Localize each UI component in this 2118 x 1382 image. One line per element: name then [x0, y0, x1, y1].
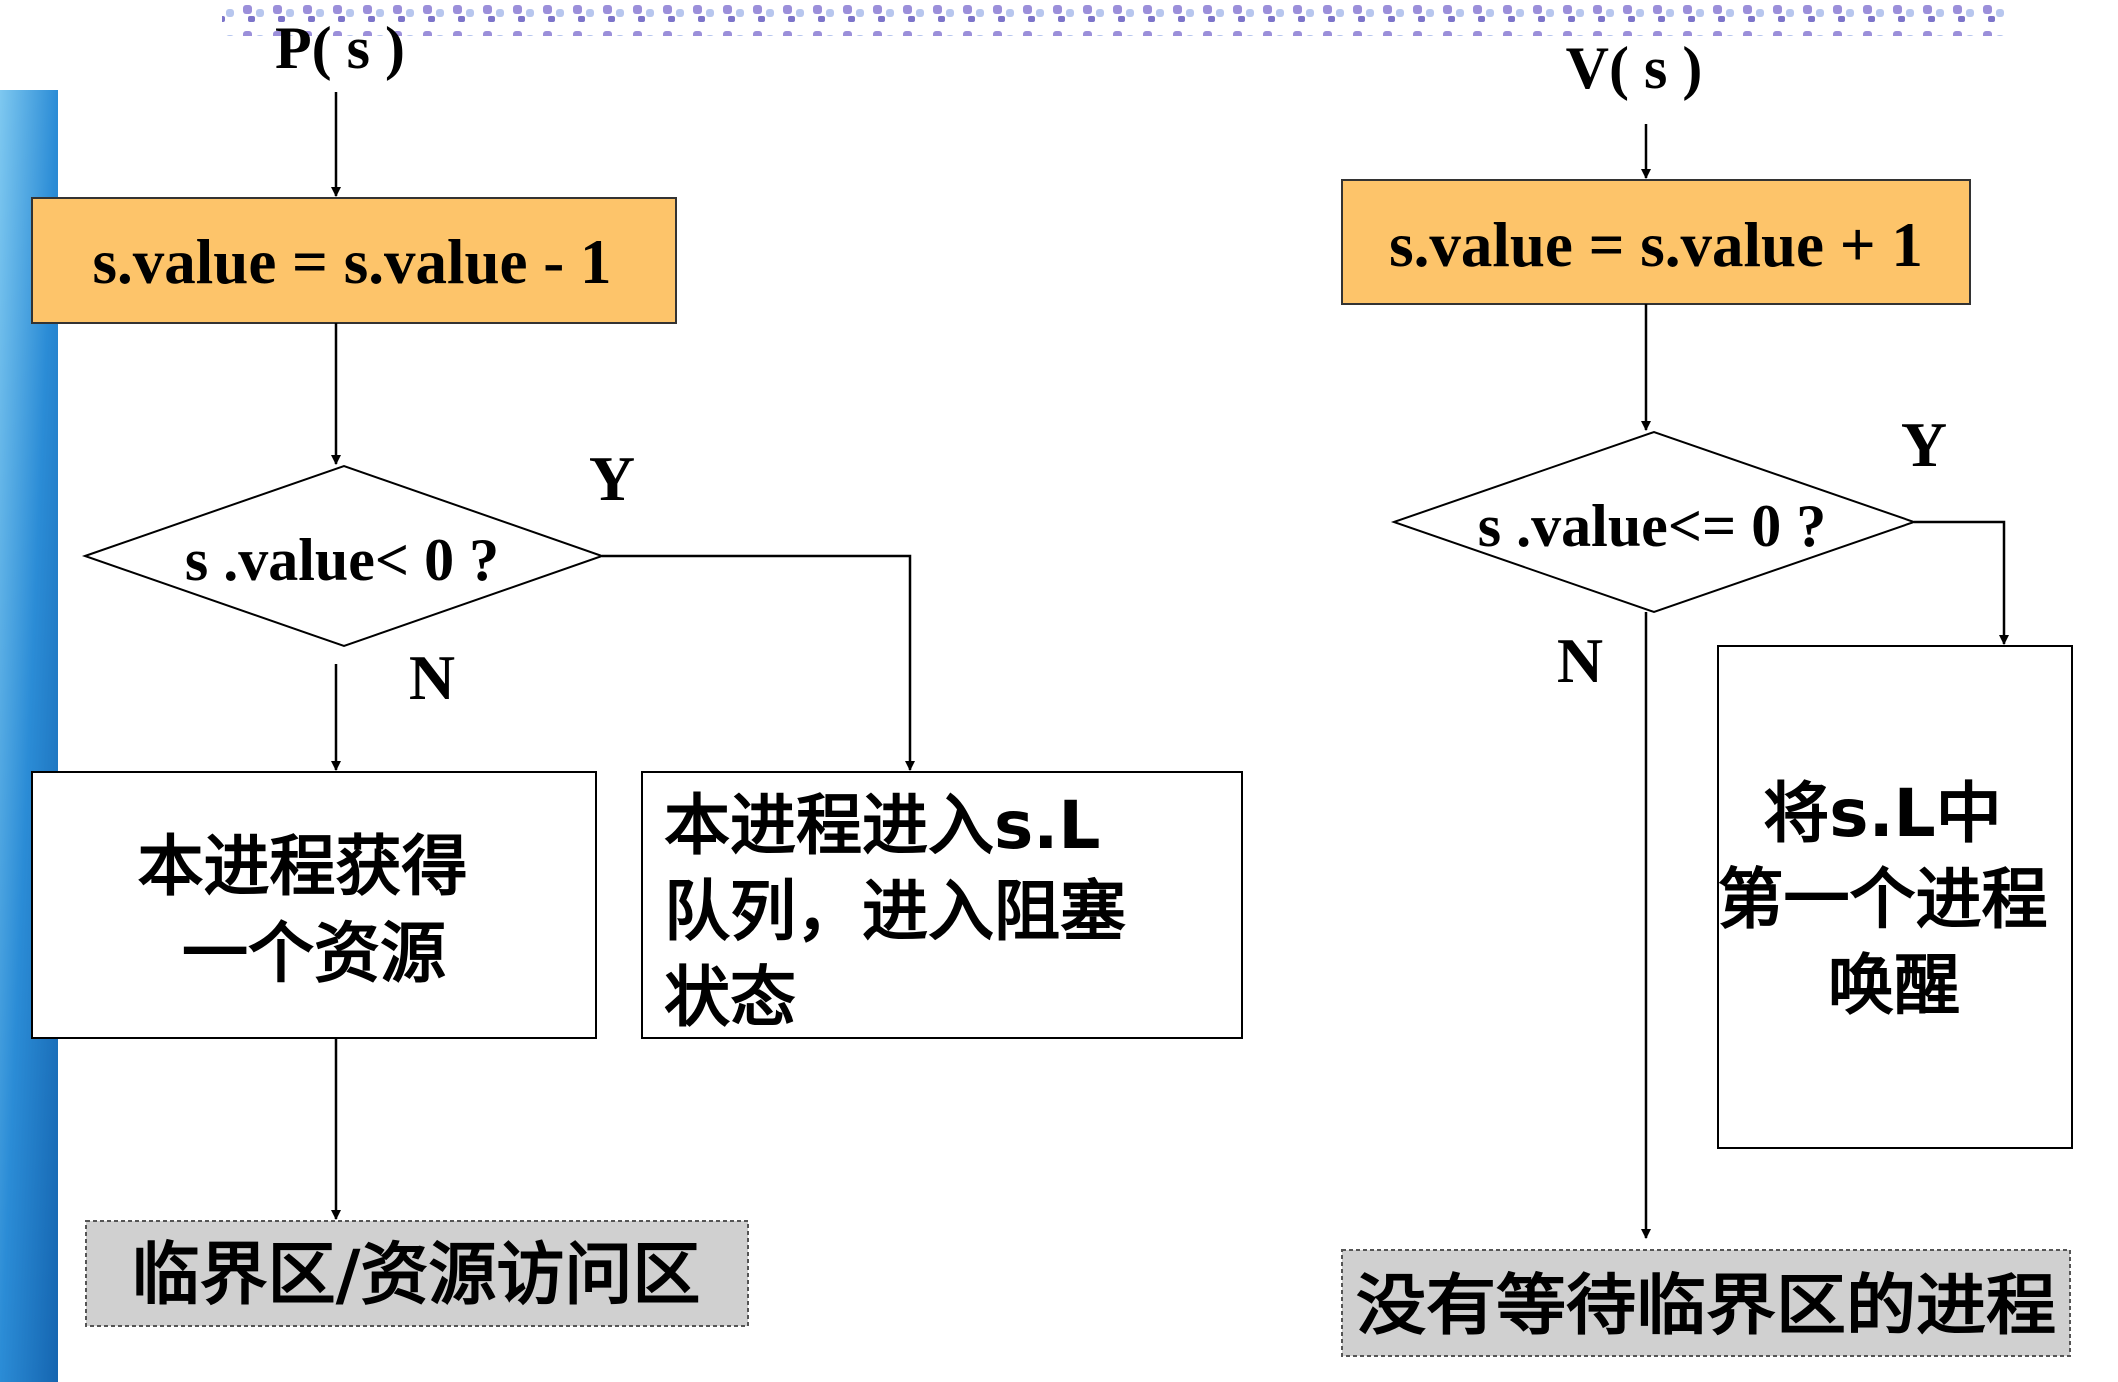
- p-condition-text: s .value< 0 ?: [185, 527, 499, 593]
- v-title: V( s ): [1566, 35, 1703, 101]
- p-title: P( s ): [275, 15, 405, 81]
- p-acquire-line-2: 一个资源: [182, 915, 446, 992]
- v-increment-box: [1341, 179, 1971, 305]
- v-wake-line-2: 第一个进程: [1718, 861, 2048, 938]
- p-block-line-2: 队列，进入阻塞: [664, 873, 1126, 950]
- p-yes-label: Y: [589, 443, 635, 514]
- p-critical-section-box: [85, 1220, 749, 1327]
- v-wake-line-1: 将s.L中: [1763, 775, 2001, 852]
- v-wake-text: 将s.L中 第一个进程 唤醒: [1718, 775, 2071, 1024]
- v-no-waiting-box: [1341, 1249, 2071, 1357]
- v-yes-label: Y: [1901, 409, 1947, 480]
- v-increment-text: s.value = s.value + 1: [1389, 210, 1923, 280]
- p-acquire-box: [31, 771, 597, 1039]
- decorative-top-dots: [222, 2, 2012, 36]
- p-operation: P( s ) s.value = s.value - 1 s .value< 0…: [31, 15, 1243, 1327]
- v-no-label: N: [1557, 625, 1603, 696]
- p-block-text: 本进程进入s.L 队列，进入阻塞 状态: [664, 787, 1149, 1036]
- p-acquire-text: 本进程获得 一个资源: [138, 828, 491, 992]
- v-operation: V( s ) s.value = s.value + 1 s .value<= …: [1341, 35, 2073, 1357]
- v-condition-text: s .value<= 0 ?: [1478, 493, 1826, 559]
- v-wake-line-3: 唤醒: [1828, 947, 1960, 1024]
- p-yes-branch-line: [602, 554, 915, 771]
- p-block-line-3: 状态: [664, 959, 796, 1036]
- p-acquire-line-1: 本进程获得: [138, 828, 468, 905]
- p-no-label: N: [409, 642, 455, 713]
- p-decrement-text: s.value = s.value - 1: [93, 227, 612, 297]
- v-wake-box: [1717, 645, 2073, 1149]
- p-block-line-1: 本进程进入s.L: [664, 787, 1100, 864]
- p-block-box: [641, 771, 1243, 1039]
- v-yes-branch-line: [1914, 520, 2009, 645]
- p-critical-section-text: 临界区/资源访问区: [132, 1236, 701, 1315]
- p-decrement-box: [31, 197, 677, 324]
- v-no-waiting-text: 没有等待临界区的进程: [1356, 1267, 2056, 1344]
